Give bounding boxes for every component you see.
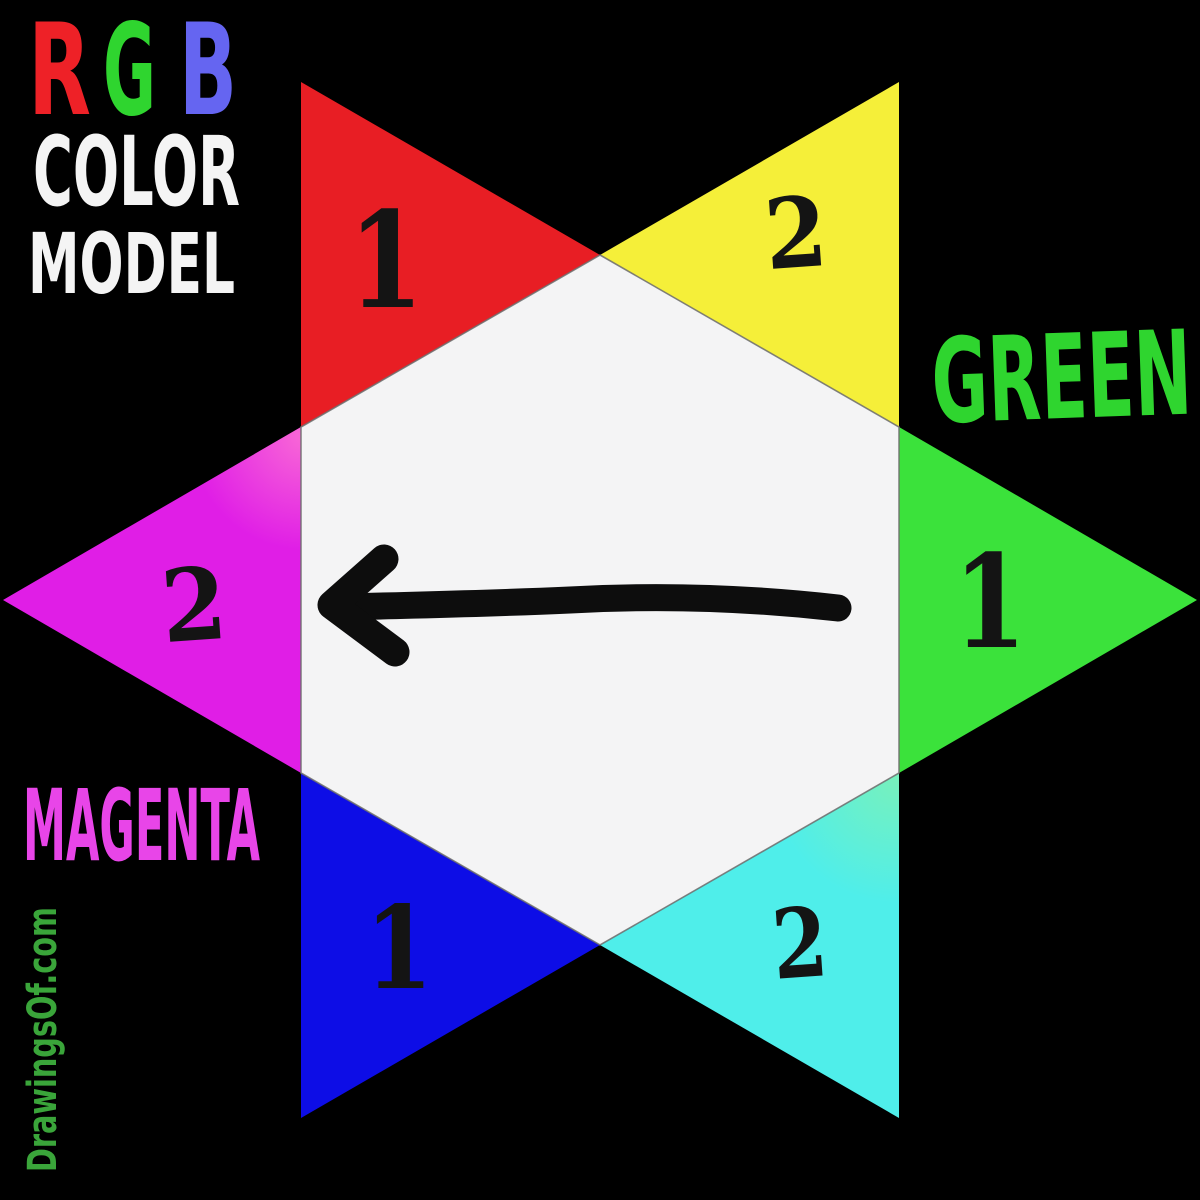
blue-point-value: 1 [365, 881, 433, 1015]
watermark-text: DrawingsOf.com [20, 907, 66, 1172]
magenta-corner-blush [3, 427, 301, 773]
left-arrow [317, 544, 852, 667]
title-letter-b: B [179, 0, 237, 144]
red-point-value: 1 [349, 183, 424, 339]
blue-triangle [301, 773, 600, 1118]
cyan-point-value: 2 [769, 885, 832, 1002]
yellow-triangle [600, 82, 899, 427]
title-line-color: COLOR [33, 116, 240, 228]
magenta-label: MAGENTA [23, 769, 260, 884]
green-triangle [899, 427, 1197, 773]
red-triangle [301, 82, 600, 427]
green-label: GREEN [929, 305, 1194, 451]
magenta-point-value: 2 [157, 544, 230, 666]
title-letter-r: R [28, 0, 91, 144]
arrow-head [317, 544, 410, 667]
cyan-corner-blush [600, 773, 899, 1118]
title-line-model: MODEL [28, 215, 235, 313]
green-point-value: 1 [954, 527, 1027, 678]
arrow-shaft [335, 584, 852, 622]
yellow-point-value: 2 [761, 174, 831, 292]
page-title: R G B COLOR MODEL [28, 0, 240, 313]
title-letter-g: G [103, 0, 156, 144]
